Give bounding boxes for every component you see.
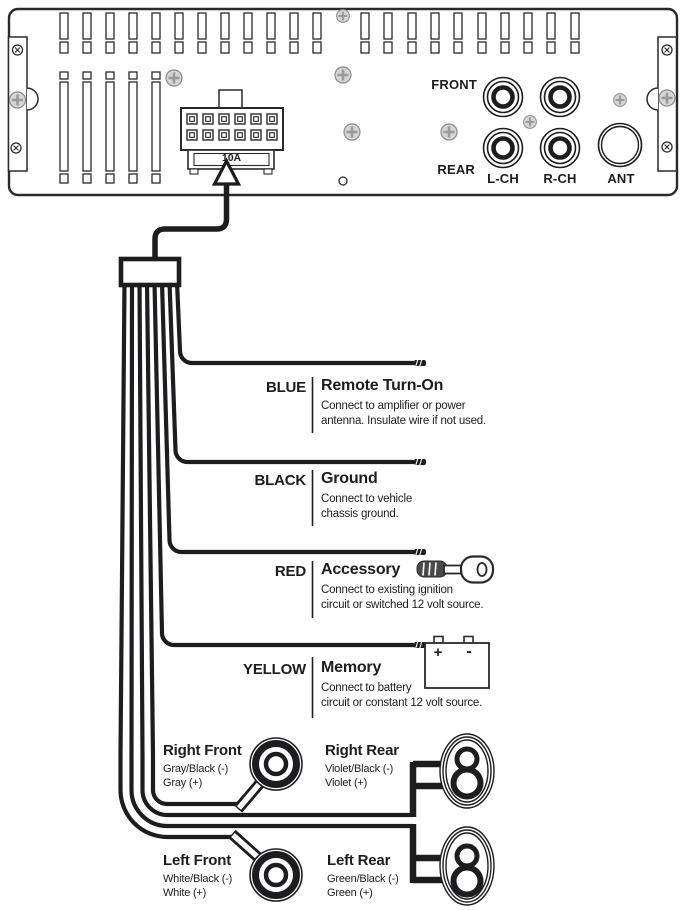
front-speaker-plugs	[228, 777, 267, 865]
rca-rear-right	[541, 129, 580, 168]
speaker-name: Right Front	[163, 742, 242, 759]
wire-title-red: Accessory	[321, 561, 401, 578]
wire-yellow	[152, 281, 414, 648]
wire-color-blue: BLUE	[265, 379, 306, 396]
battery-negative-label: -	[466, 643, 472, 660]
speaker-right-front: Right Front Gray/Black (-) Gray (+)	[163, 742, 242, 790]
rear-jacks-label: REAR	[437, 162, 475, 177]
speaker-negative: Gray/Black (-)	[163, 763, 229, 775]
speaker-right-rear: Right Rear Violet/Black (-) Violet (+)	[325, 742, 399, 790]
antenna-label: ANT	[607, 171, 635, 186]
right-rear-speaker-connector	[439, 733, 495, 809]
wire-desc-yellow: Connect to battery circuit or constant 1…	[321, 682, 483, 709]
panel-screws	[8, 8, 677, 186]
wire-black	[167, 281, 414, 465]
wire-desc-black: Connect to vehicle chassis ground.	[321, 493, 413, 520]
wire-left-front	[118, 281, 235, 840]
harness-connector-block	[118, 256, 182, 288]
speaker-left-rear: Left Rear Green/Black (-) Green (+)	[327, 852, 399, 900]
iso-connector	[180, 89, 284, 175]
panel-hole	[338, 176, 348, 186]
wire-right-front	[144, 281, 242, 807]
left-channel-label: L-CH	[487, 171, 519, 186]
right-channel-label: R-CH	[543, 171, 577, 186]
antenna-jack	[597, 122, 643, 168]
ignition-key-icon	[416, 555, 495, 584]
speaker-negative: White/Black (-)	[163, 873, 233, 885]
rca-front-right	[541, 78, 580, 117]
speaker-name: Left Front	[163, 852, 231, 869]
harness-wires	[118, 281, 414, 840]
battery-positive-label: +	[433, 644, 443, 661]
wire-title-yellow: Memory	[321, 659, 382, 676]
left-front-speaker-connector	[250, 849, 302, 901]
wire-left-rear	[129, 281, 413, 829]
speaker-left-front: Left Front White/Black (-) White (+)	[163, 852, 232, 900]
wire-title-blue: Remote Turn-On	[321, 377, 444, 394]
wire-right-rear	[137, 281, 413, 818]
speaker-negative: Violet/Black (-)	[325, 763, 394, 775]
rca-front-left	[484, 78, 523, 117]
speaker-positive: Gray (+)	[163, 776, 203, 789]
battery-icon	[424, 635, 490, 689]
front-jacks-label: FRONT	[431, 77, 477, 92]
wire-title-black: Ground	[321, 470, 378, 487]
left-rear-speaker-connector	[439, 826, 495, 906]
speaker-positive: Violet (+)	[325, 776, 368, 789]
speaker-name: Left Rear	[327, 852, 391, 869]
fuse-rating-label: 10A	[221, 152, 242, 164]
wire-color-black: BLACK	[254, 472, 307, 489]
speaker-negative: Green/Black (-)	[327, 873, 399, 885]
speaker-name: Right Rear	[325, 742, 399, 759]
speaker-positive: Green (+)	[327, 886, 373, 899]
right-front-speaker-connector	[250, 738, 302, 790]
speaker-positive: White (+)	[163, 886, 207, 899]
wire-red	[159, 281, 414, 555]
wire-desc-red: Connect to existing ignition circuit or …	[321, 584, 484, 611]
up-arrow-icon	[152, 157, 242, 258]
fuse-holder	[187, 149, 275, 175]
wire-desc-blue: Connect to amplifier or power antenna. I…	[321, 400, 486, 427]
wire-blue	[174, 281, 414, 366]
wire-color-yellow: YELLOW	[243, 661, 306, 678]
rca-rear-left	[484, 129, 523, 168]
wire-tips	[414, 358, 426, 650]
wire-color-red: RED	[274, 563, 306, 580]
